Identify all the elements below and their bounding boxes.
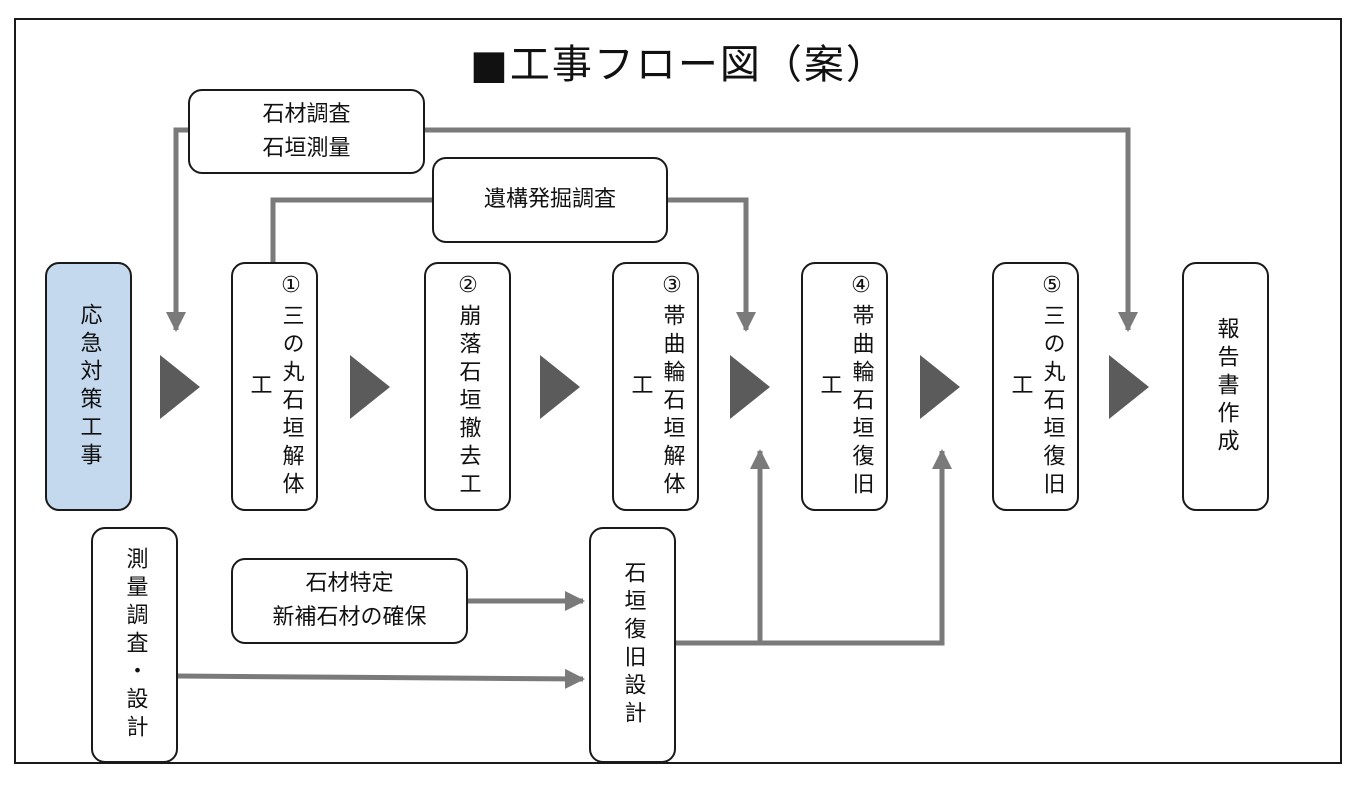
step1-box: ①三の丸石垣解体工 xyxy=(231,262,318,511)
stone-survey-box: 石材調査 石垣測量 xyxy=(188,89,425,174)
chevron-arrow-2 xyxy=(350,355,390,419)
diagram-title: ■工事フロー図（案） xyxy=(470,42,888,88)
report-box: 報告書作成 xyxy=(1182,262,1269,511)
excavation-box: 遺構発掘調査 xyxy=(432,157,668,243)
restoration-design-box: 石垣復旧設計 xyxy=(589,527,676,763)
chevron-arrow-3 xyxy=(540,355,580,419)
survey-to-report-arrow xyxy=(425,127,1138,332)
step4-box: ④帯曲輪石垣復旧工 xyxy=(801,262,888,511)
chevron-arrow-6 xyxy=(1109,355,1149,419)
emergency-box: 応急対策工事 xyxy=(45,262,132,511)
excavation-to-step4-arrow xyxy=(668,197,756,332)
survey-design-box: 測量調査・設計 xyxy=(91,527,178,763)
survey-design-to-design-arrow xyxy=(177,668,585,689)
stone-identify-box: 石材特定 新補石材の確保 xyxy=(231,558,468,644)
survey-to-step1-arrow xyxy=(166,127,188,332)
design-to-step5-arrow xyxy=(760,449,952,646)
chevron-arrow-5 xyxy=(920,355,960,419)
step2-box: ②崩落石垣撤去工 xyxy=(424,262,511,511)
step3-box: ③帯曲輪石垣解体工 xyxy=(612,262,699,511)
step1-to-excavation-line xyxy=(270,197,432,262)
diagram-frame xyxy=(14,18,1342,764)
step5-box: ⑤三の丸石垣復旧工 xyxy=(992,262,1079,511)
chevron-arrow-1 xyxy=(160,355,200,419)
chevron-arrow-4 xyxy=(730,355,770,419)
